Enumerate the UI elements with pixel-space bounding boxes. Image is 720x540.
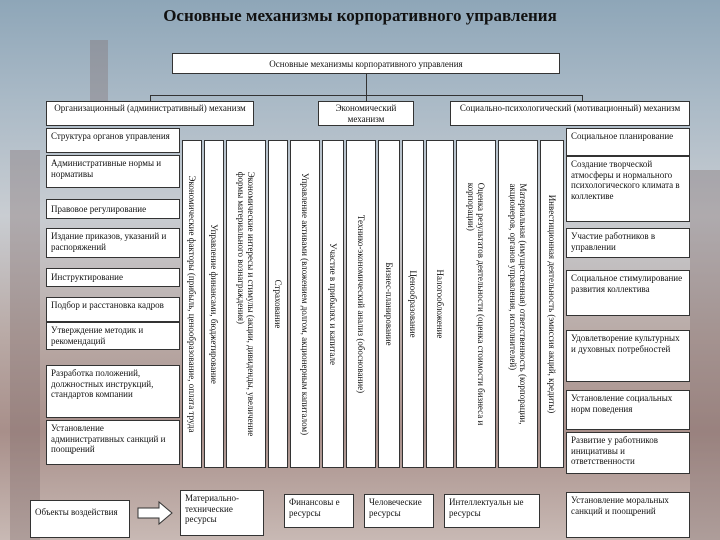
left-item: Издание приказов, указаний и распоряжени…: [46, 228, 180, 258]
resource-box: Интеллектуальн ые ресурсы: [444, 494, 540, 528]
econ-column: Участие в прибылях и капитале: [322, 140, 344, 468]
econ-column: Управление активами (вложением долгом, а…: [290, 140, 320, 468]
arrow-right-icon: [137, 500, 173, 526]
econ-mechanism-header: Экономический механизм: [318, 101, 414, 126]
right-item: Создание творческой атмосферы и нормальн…: [566, 156, 690, 222]
econ-column: Экономические факторы (прибыль, ценообра…: [182, 140, 202, 468]
objects-box: Объекты воздействия: [30, 500, 130, 538]
econ-column: Ценообразование: [402, 140, 424, 468]
main-mechanisms-box: Основные механизмы корпоративного управл…: [172, 53, 560, 74]
background-tower: [690, 170, 720, 540]
social-mechanism-header: Социально-психологический (мотивационный…: [450, 101, 690, 126]
econ-column: Экономические интересы и стимулы (акции,…: [226, 140, 266, 468]
org-mechanism-header: Организационный (административный) механ…: [46, 101, 254, 126]
left-item: Административные нормы и нормативы: [46, 155, 180, 188]
econ-column: Бизнес-планирование: [378, 140, 400, 468]
right-item: Участие работников в управлении: [566, 228, 690, 258]
resource-box: Материально-технические ресурсы: [180, 490, 264, 536]
right-item: Установление социальных норм поведения: [566, 390, 690, 430]
resource-box: Финансовы е ресурсы: [284, 494, 354, 528]
left-item: Утверждение методик и рекомендаций: [46, 322, 180, 350]
left-item: Установление административных санкций и …: [46, 420, 180, 465]
connector: [150, 95, 151, 101]
left-item: Инструктирование: [46, 268, 180, 287]
econ-column: Материальная (имущественная) ответственн…: [498, 140, 538, 468]
left-item: Подбор и расстановка кадров: [46, 297, 180, 322]
left-item: Разработка положений, должностных инстру…: [46, 365, 180, 418]
left-item: Правовое регулирование: [46, 199, 180, 219]
background-tower: [10, 150, 40, 540]
right-item: Социальное стимулирование развития колле…: [566, 270, 690, 316]
right-item: Установление моральных санкций и поощрен…: [566, 492, 690, 538]
connector: [366, 95, 367, 101]
connector: [366, 74, 367, 96]
left-item: Структура органов управления: [46, 128, 180, 153]
right-item: Удовлетворение культурных и духовных пот…: [566, 330, 690, 382]
background-tower: [90, 40, 108, 120]
resource-box: Человеческие ресурсы: [364, 494, 434, 528]
econ-column: Налогообложение: [426, 140, 454, 468]
connector: [582, 95, 583, 101]
econ-column: Страхование: [268, 140, 288, 468]
econ-column: Инвестиционная деятельность (эмиссия акц…: [540, 140, 564, 468]
econ-column: Оценка результатов деятельности (оценка …: [456, 140, 496, 468]
right-item: Социальное планирование: [566, 128, 690, 156]
econ-column: Управление финансами, бюджетирование: [204, 140, 224, 468]
right-item: Развитие у работников инициативы и ответ…: [566, 432, 690, 474]
page-title: Основные механизмы корпоративного управл…: [163, 6, 557, 25]
econ-column: Технико-экономический анализ (обосновани…: [346, 140, 376, 468]
